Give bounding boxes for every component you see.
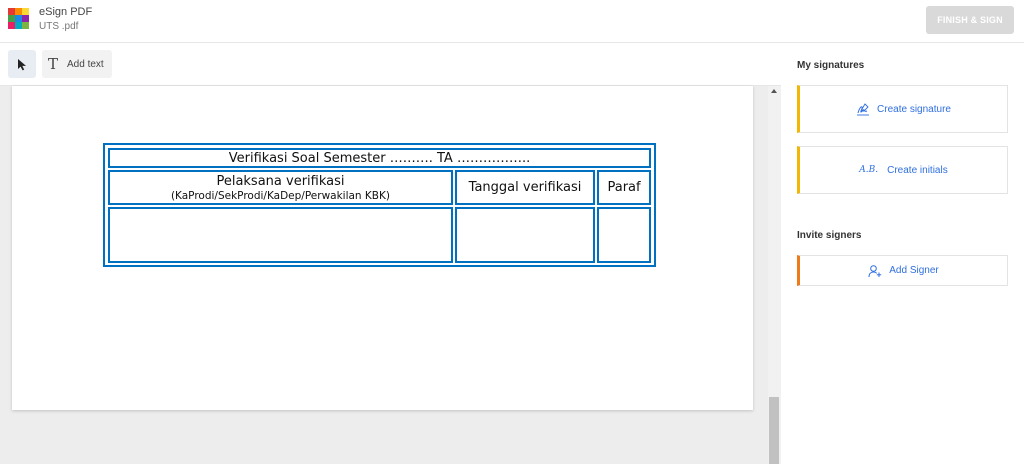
logo-square (22, 22, 29, 29)
logo-square (8, 15, 15, 22)
create-signature-label: Create signature (877, 103, 951, 115)
finish-and-sign-button[interactable]: FINISH & SIGN (926, 6, 1014, 34)
add-signer-button[interactable]: Add Signer (797, 255, 1008, 286)
header-cell-tanggal: Tanggal verifikasi (454, 170, 596, 205)
add-text-button[interactable]: T Add text (42, 50, 112, 78)
scroll-up-arrow-icon[interactable] (771, 89, 777, 93)
logo-square (15, 15, 22, 22)
signature-pen-icon (856, 102, 870, 116)
text-T-icon: T (48, 55, 59, 73)
logo-square (8, 22, 15, 29)
logo-square (15, 22, 22, 29)
app-logo-icon (8, 8, 29, 29)
table-cell-empty (454, 207, 596, 263)
app-header: eSign PDF UTS .pdf FINISH & SIGN (0, 0, 1024, 43)
invite-signers-heading: Invite signers (797, 230, 862, 241)
table-cell-empty (597, 207, 651, 263)
pdf-page[interactable]: Verifikasi Soal Semester ………. TA ……………..… (12, 86, 753, 410)
signature-panel: My signatures Create signature A.B. Crea… (781, 43, 1024, 464)
document-viewer[interactable]: Verifikasi Soal Semester ………. TA ……………..… (0, 86, 768, 464)
logo-square (22, 8, 29, 15)
file-name: UTS .pdf (39, 21, 79, 32)
add-text-label: Add text (67, 58, 104, 70)
editor-toolbar: T Add text (0, 43, 781, 86)
create-signature-button[interactable]: Create signature (797, 85, 1008, 133)
initials-ab-icon: A.B. (859, 165, 879, 175)
document-scrollbar[interactable] (768, 86, 781, 464)
create-initials-label: Create initials (887, 164, 948, 176)
col1-subheader: (KaProdi/SekProdi/KaDep/Perwakilan KBK) (170, 189, 390, 202)
table-title-cell: Verifikasi Soal Semester ………. TA …………….. (108, 148, 651, 168)
logo-square (15, 8, 22, 15)
logo-square (22, 15, 29, 22)
scrollbar-thumb[interactable] (769, 397, 779, 464)
add-user-icon (868, 264, 882, 278)
my-signatures-heading: My signatures (797, 60, 865, 71)
table-cell-empty (108, 207, 453, 263)
app-name: eSign PDF (39, 6, 93, 18)
header-cell-pelaksana: Pelaksana verifikasi (KaProdi/SekProdi/K… (108, 170, 453, 205)
header-cell-paraf: Paraf (597, 170, 651, 205)
verification-table: Verifikasi Soal Semester ………. TA ……………..… (103, 143, 656, 267)
create-initials-button[interactable]: A.B. Create initials (797, 146, 1008, 194)
add-signer-label: Add Signer (889, 265, 939, 276)
col1-header: Pelaksana verifikasi (216, 173, 345, 189)
select-tool-button[interactable] (8, 50, 36, 78)
logo-square (8, 8, 15, 15)
cursor-arrow-icon (17, 58, 26, 70)
